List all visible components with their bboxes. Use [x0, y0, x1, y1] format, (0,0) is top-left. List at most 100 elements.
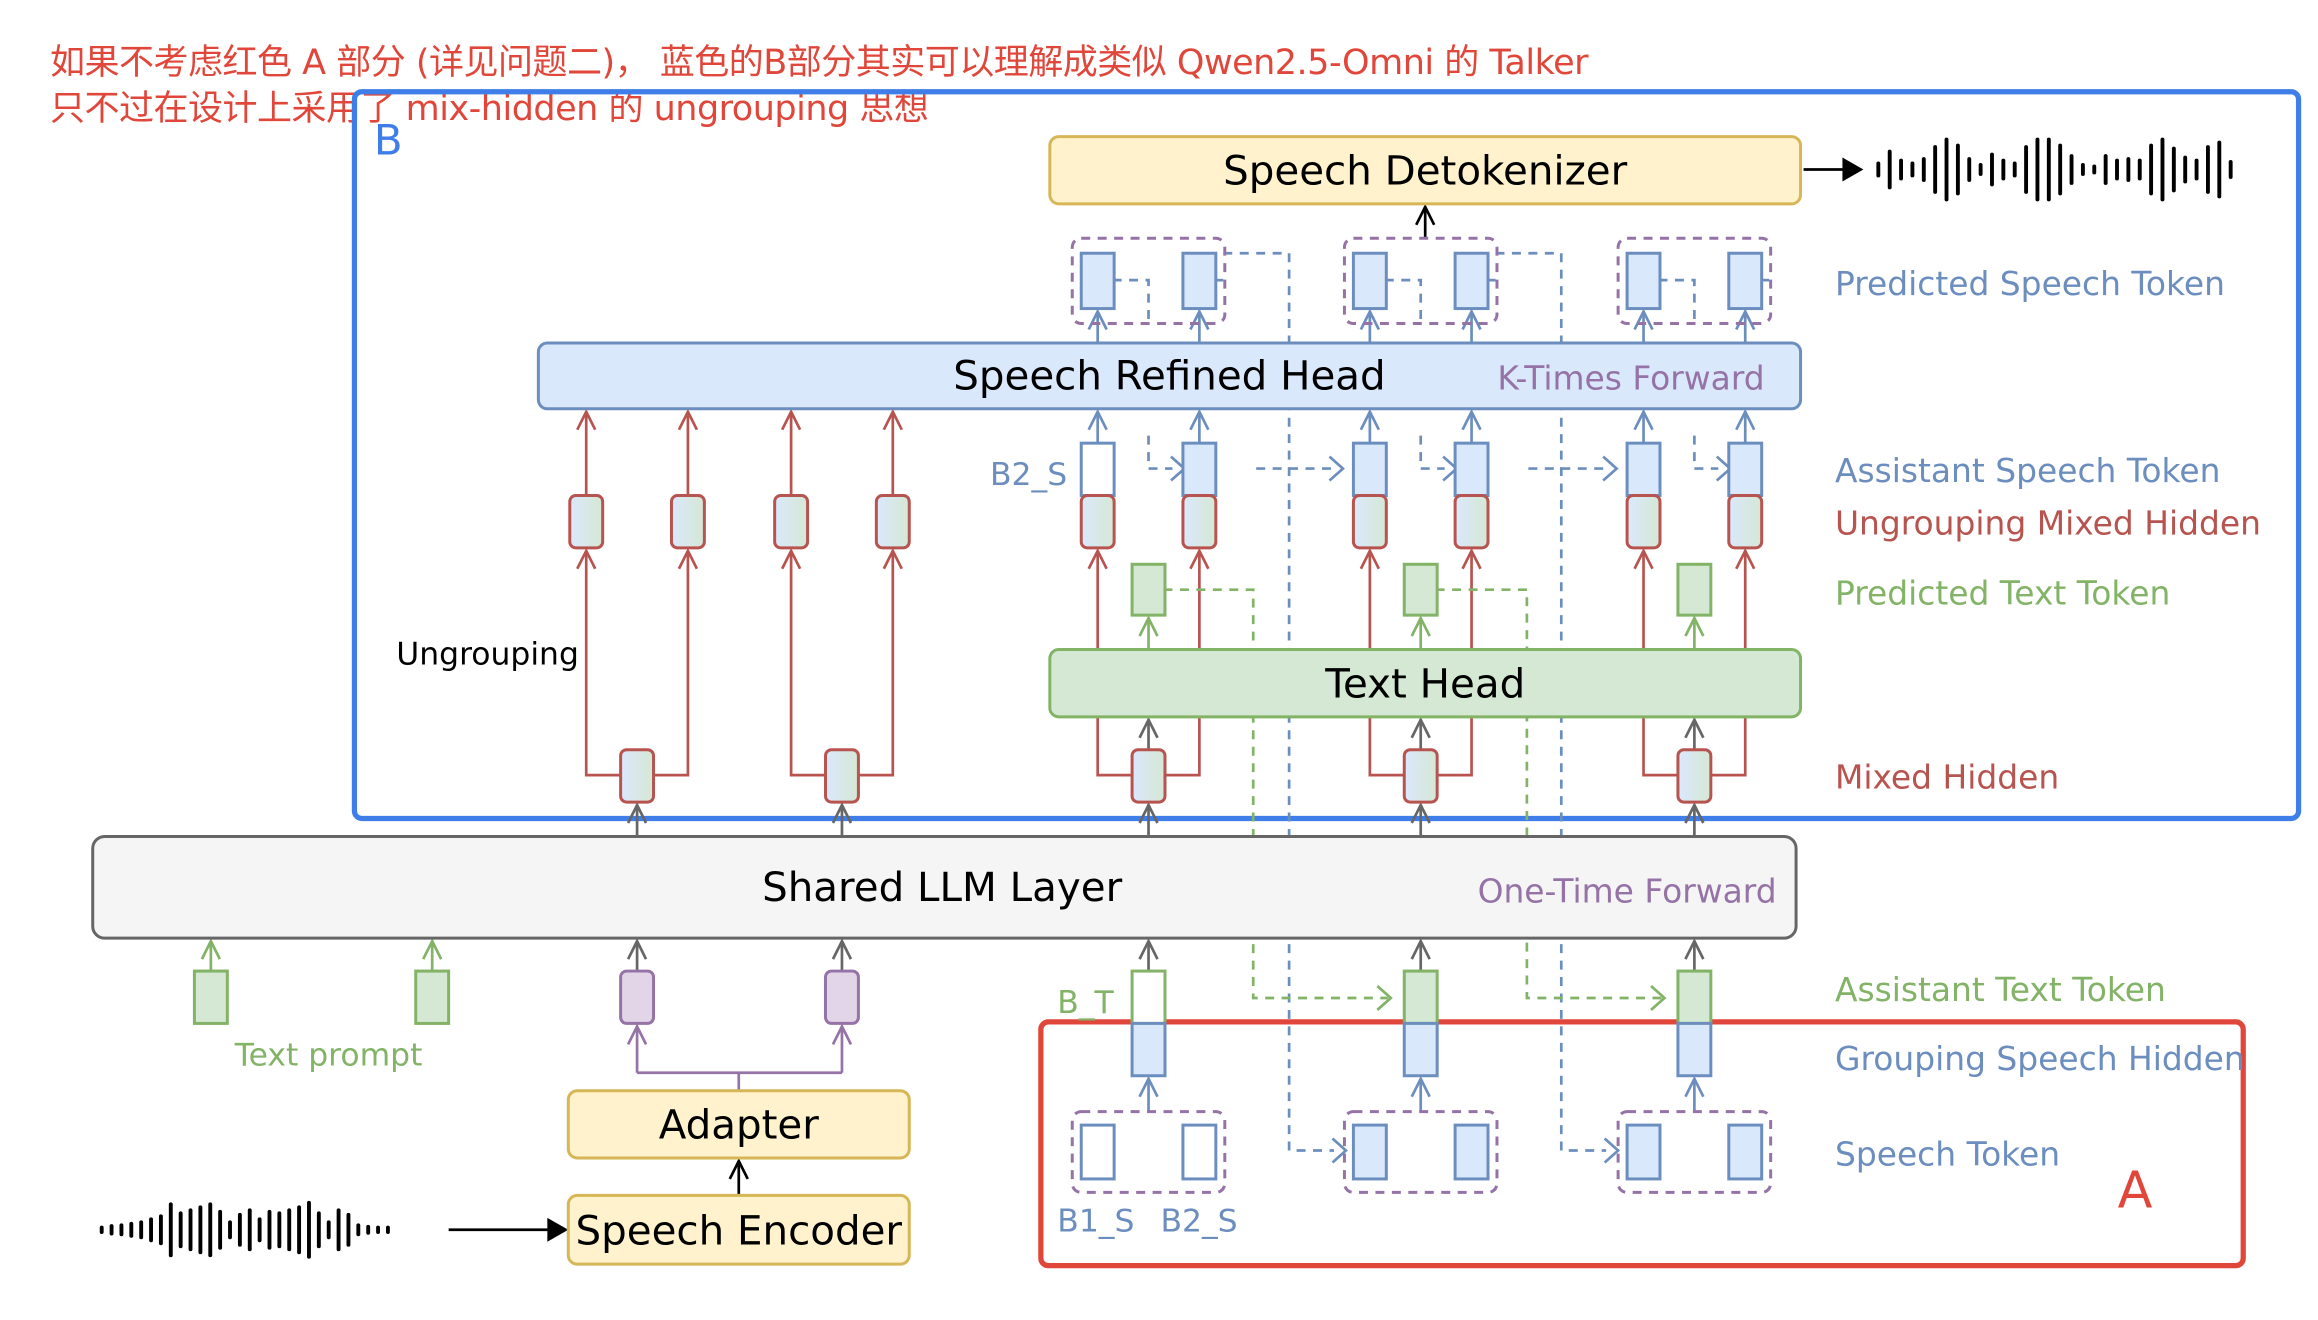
arrow-head-icon: [576, 408, 597, 431]
assistant-speech-token: [1181, 441, 1218, 497]
arrow-head-icon: [1138, 802, 1159, 824]
speech-token: [1181, 1123, 1218, 1181]
arrow-head-icon: [422, 938, 443, 960]
audio-embedding-token: [824, 969, 860, 1025]
speech-detokenizer-label: Speech Detokenizer: [1223, 147, 1627, 194]
shared-llm-label: Shared LLM Layer: [762, 864, 1122, 911]
speech-encoder-block[interactable]: Speech Encoder: [566, 1193, 911, 1266]
legend-mixed-hidden: Mixed Hidden: [1835, 758, 2059, 797]
predicted-text-token: [1676, 562, 1713, 617]
audio-embedding-token: [619, 969, 656, 1025]
arrow-head-icon: [1633, 408, 1654, 431]
arrow-head-icon: [1138, 1075, 1159, 1098]
connector-line: [1384, 278, 1423, 320]
arrow-head-icon: [1328, 455, 1345, 482]
speech-token: [1727, 1123, 1764, 1181]
legend-predicted-speech-token: Predicted Speech Token: [1835, 264, 2225, 303]
arrow-head-icon: [1410, 615, 1431, 637]
mixed-hidden-token: [1130, 748, 1167, 804]
connector-line: [1435, 588, 1662, 1000]
ungrouping-mixed-hidden-token: [874, 494, 911, 550]
b2-s-label: B2_S: [1160, 1203, 1237, 1239]
legend-ungrouping-mixed-hidden: Ungrouping Mixed Hidden: [1835, 503, 2261, 542]
speech-detokenizer-block[interactable]: Speech Detokenizer: [1048, 135, 1803, 206]
token-group-box: [1616, 236, 1773, 326]
predicted-text-token: [1402, 562, 1439, 617]
assistant-speech-token: [1453, 441, 1490, 497]
predicted-speech-token: [1727, 251, 1764, 311]
arrow-head-icon: [1087, 547, 1108, 570]
arrow-head-icon: [1461, 408, 1482, 431]
arrow-head-icon: [1842, 157, 1864, 182]
shared-llm-block[interactable]: Shared LLM Layer One-Time Forward: [91, 834, 1798, 940]
annotation-line-2: 只不过在设计上采用了 mix-hidden 的 ungrouping 思想: [50, 89, 929, 129]
connector-line: [1693, 435, 1719, 470]
arrow-head-icon: [780, 547, 802, 570]
arrow-head-icon: [677, 547, 699, 570]
k-times-forward-label: K-Times Forward: [1497, 358, 1764, 397]
text-head-block[interactable]: Text Head: [1048, 648, 1803, 719]
predicted-speech-token: [1181, 251, 1218, 311]
region-b-box: [351, 89, 2302, 822]
token-group-box: [1070, 236, 1227, 326]
connector-line: [1642, 550, 1681, 777]
connector-line: [1163, 588, 1388, 1000]
arrow-head-icon: [780, 408, 802, 431]
connector-line: [584, 550, 624, 777]
arrow-head-icon: [1684, 802, 1705, 824]
predicted-speech-token: [1453, 251, 1490, 311]
arrow-head-icon: [1359, 408, 1381, 431]
speech-refined-head-label: Speech Refined Head: [953, 352, 1385, 399]
legend-assistant-text-token: Assistant Text Token: [1835, 970, 2166, 1009]
connector-line: [650, 550, 690, 777]
arrow-head-icon: [1410, 802, 1431, 824]
grouping-speech-hidden-token: [1676, 1021, 1713, 1078]
arrow-head-icon: [1410, 716, 1431, 739]
mixed-hidden-token: [1676, 748, 1713, 804]
arrow-head-icon: [728, 1157, 749, 1180]
ungrouping-label: Ungrouping: [396, 636, 579, 672]
arrow-head-icon: [1735, 547, 1756, 570]
connector-line: [1147, 435, 1173, 470]
legend-assistant-speech-token: Assistant Speech Token: [1835, 451, 2220, 490]
ungrouping-mixed-hidden-token: [669, 494, 706, 550]
legend-grouping-speech-hidden: Grouping Speech Hidden: [1835, 1039, 2245, 1078]
arrow-head-icon: [1138, 938, 1159, 960]
adapter-block[interactable]: Adapter: [566, 1089, 911, 1160]
arrow-head-icon: [1684, 716, 1705, 739]
input-waveform-icon: [99, 1200, 390, 1259]
connector-line: [1112, 278, 1150, 320]
connector-line: [1707, 550, 1747, 777]
predicted-speech-token: [1625, 251, 1662, 311]
ungrouping-mixed-hidden-token: [568, 494, 605, 550]
arrow-head-icon: [1684, 615, 1705, 637]
speech-refined-head-block[interactable]: Speech Refined Head K-Times Forward: [536, 341, 1803, 411]
ungrouping-mixed-hidden-token: [1453, 494, 1490, 550]
ungrouping-mixed-hidden-token: [1079, 494, 1116, 550]
assistant-speech-token: [1079, 441, 1116, 497]
arrow-head-icon: [882, 408, 903, 431]
arrow-head-icon: [1684, 1075, 1705, 1098]
arrow-head-icon: [1087, 408, 1108, 431]
arrow-head-icon: [831, 938, 853, 960]
token-cells: [192, 236, 1773, 1194]
arrow-head-icon: [1602, 455, 1619, 482]
arrow-head-icon: [576, 547, 597, 570]
arrow-head-icon: [1684, 938, 1705, 960]
arrow-head-icon: [1376, 985, 1393, 1011]
assistant-speech-token: [1727, 441, 1764, 497]
text-prompt-label: Text prompt: [234, 1037, 423, 1073]
legend-speech-token: Speech Token: [1835, 1134, 2060, 1173]
grouping-speech-hidden-token: [1130, 1021, 1167, 1078]
ungrouping-mixed-hidden-token: [1351, 494, 1388, 550]
arrow-head-icon: [882, 547, 903, 570]
assistant-text-token: [1402, 969, 1439, 1025]
region-a-box: [1038, 1019, 2246, 1269]
assistant-text-token: [1676, 969, 1713, 1025]
arrow-head-icon: [1138, 615, 1159, 637]
assistant-speech-token: [1625, 441, 1662, 497]
arrow-head-icon: [1189, 408, 1210, 431]
connector-line: [1658, 278, 1696, 320]
mixed-hidden-token: [824, 748, 860, 804]
assistant-speech-token: [1351, 441, 1388, 497]
